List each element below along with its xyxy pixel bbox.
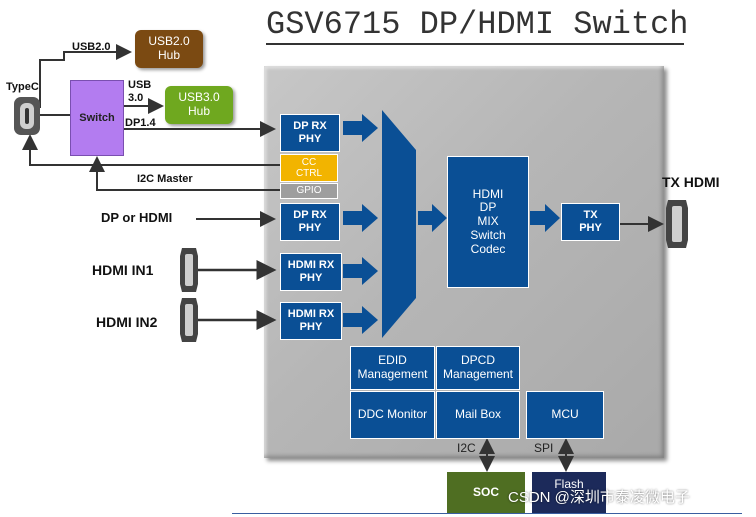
bottom-rule [232, 513, 742, 514]
dp-rx-phy-2: DP RX PHY [280, 203, 340, 241]
hdmi-port-icon-in1 [180, 248, 198, 292]
arrow-mux-codec [418, 204, 447, 232]
arrow-dp-rx1 [343, 114, 378, 142]
mux-shape [382, 110, 416, 338]
dpcd-management-block: DPCD Management [436, 346, 520, 390]
switch-block: Switch [70, 80, 124, 156]
flash-block: Flash [532, 472, 606, 514]
typec-label: TypeC [6, 81, 39, 93]
ddc-monitor-block: DDC Monitor [350, 391, 435, 439]
usb3-hub: USB3.0 Hub [165, 86, 233, 124]
hdmi-rx-phy-2: HDMI RX PHY [280, 302, 342, 340]
gpio-block: GPIO [280, 183, 338, 199]
arrow-dp-rx2 [343, 204, 378, 232]
i2c-label: I2C [457, 441, 476, 455]
edid-management-block: EDID Management [350, 346, 435, 390]
diagram-title: GSV6715 DP/HDMI Switch [266, 6, 689, 43]
dp-rx-phy-1: DP RX PHY [280, 114, 340, 152]
hdmi-port-icon-out [666, 200, 688, 248]
title-underline [266, 43, 684, 45]
usb3-label-line1: USB [128, 79, 152, 91]
hdmi-rx-phy-1: HDMI RX PHY [280, 253, 342, 291]
dp14-label: DP1.4 [125, 117, 156, 129]
usb2-line [39, 44, 132, 108]
i2c-master-line [89, 156, 282, 191]
watermark: CSDN @深圳市泰凌微电子 [508, 489, 690, 506]
mcu-block: MCU [526, 391, 604, 439]
tx-phy-block: TX PHY [561, 203, 620, 241]
usb2-label: USB2.0 [72, 41, 111, 53]
arrow-hdmi-rx1 [343, 257, 378, 285]
usb3-label-line2: 3.0 [128, 92, 144, 104]
arrow-codec-tx [530, 204, 560, 232]
hdmi-in2-label: HDMI IN2 [96, 314, 158, 330]
usb2-hub: USB2.0 Hub [135, 30, 203, 68]
mail-box-block: Mail Box [436, 391, 520, 439]
hdmi-in1-label: HDMI IN1 [92, 262, 154, 278]
codec-block: HDMI DP MIX Switch Codec [447, 156, 529, 288]
cc-ctrl-line [22, 134, 282, 166]
cc-ctrl-block: CC CTRL [280, 154, 338, 182]
spi-label: SPI [534, 441, 554, 455]
hdmi-port-icon-in2 [180, 298, 198, 342]
soc-block: SOC [447, 472, 525, 514]
i2c-master-label: I2C Master [137, 173, 193, 185]
arrow-hdmi-rx2 [343, 306, 378, 334]
dp-or-hdmi-label: DP or HDMI [101, 210, 173, 225]
tx-hdmi-label: TX HDMI [662, 174, 720, 190]
